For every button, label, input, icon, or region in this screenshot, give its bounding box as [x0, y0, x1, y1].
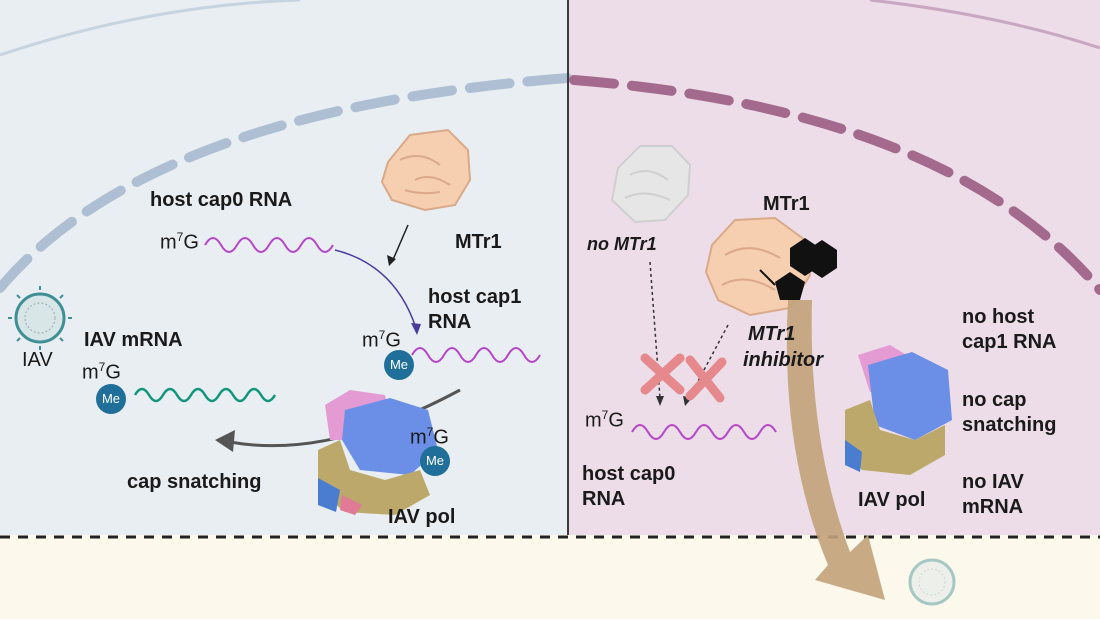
methylation-arrow — [334, 249, 417, 329]
iav-mrna — [133, 387, 277, 403]
faded-virus-icon — [908, 558, 956, 606]
m7g-label-mrna: m7G — [82, 360, 121, 384]
mtr1-label: MTr1 — [455, 231, 502, 253]
no-iav-mrna-line1: no IAV — [962, 471, 1024, 493]
host-cap0-label-right-line2: RNA — [582, 488, 626, 510]
host-cap0-label: host cap0 RNA — [150, 189, 293, 211]
no-host-cap1-line1: no host — [962, 306, 1035, 328]
left-nuclear-membrane — [0, 73, 573, 293]
m7g-label-right: m7G — [585, 408, 624, 432]
m7g-label-cap1: m7G — [362, 328, 401, 352]
mtr1-arrow — [391, 224, 409, 263]
m7g-label-pol: m7G — [410, 425, 449, 449]
mtr1-label-right: MTr1 — [763, 193, 810, 215]
host-cap0-label-right-line1: host cap0 — [582, 463, 676, 485]
host-cap1-rna — [411, 347, 541, 363]
me-cap1-badge: Me — [384, 350, 414, 380]
host-cap1-label-line2: RNA — [428, 311, 472, 333]
inhibitor-label-line1: MTr1 — [748, 323, 796, 345]
absent-mtr1-protein-icon — [610, 145, 692, 224]
host-cap0-rna-right — [631, 424, 777, 440]
right-nuclear-membrane — [569, 75, 1100, 295]
host-cap0-rna — [204, 237, 334, 253]
virus-icon — [8, 286, 72, 350]
me-pol-badge: Me — [420, 446, 450, 476]
blocked-arrow-2 — [687, 324, 729, 401]
iav-pol-label-right: IAV pol — [858, 489, 926, 511]
no-iav-mrna-line2: mRNA — [962, 496, 1024, 518]
iav-pol-protein-icon-right — [845, 345, 952, 475]
host-cap1-label-line1: host cap1 — [428, 286, 522, 308]
left-cell-membrane — [0, 0, 301, 57]
blocked-arrow-1 — [649, 261, 661, 399]
inhibitor-label-line2: inhibitor — [743, 349, 823, 371]
iav-label: IAV — [22, 349, 53, 371]
cap-snatching-label: cap snatching — [127, 471, 262, 493]
iav-pol-protein-icon — [318, 390, 438, 515]
right-cell-membrane — [869, 0, 1100, 50]
iav-mrna-label: IAV mRNA — [84, 329, 183, 351]
inhibitor-molecule-icon — [759, 238, 837, 300]
m7g-label-cap0: m7G — [160, 230, 199, 254]
extracellular-bg — [0, 535, 1100, 619]
iav-pol-label: IAV pol — [388, 506, 456, 528]
me-mrna-badge: Me — [96, 384, 126, 414]
inhibitor-effect-arrow — [786, 300, 885, 600]
cross-icon — [640, 353, 727, 403]
no-mtr1-label: no MTr1 — [587, 234, 657, 254]
mtr1-protein-icon — [380, 128, 472, 212]
no-cap-snatching-line1: no cap — [962, 389, 1027, 411]
no-host-cap1-line2: cap1 RNA — [962, 331, 1057, 353]
no-cap-snatching-line2: snatching — [962, 414, 1057, 436]
left-panel-bg — [0, 0, 568, 535]
